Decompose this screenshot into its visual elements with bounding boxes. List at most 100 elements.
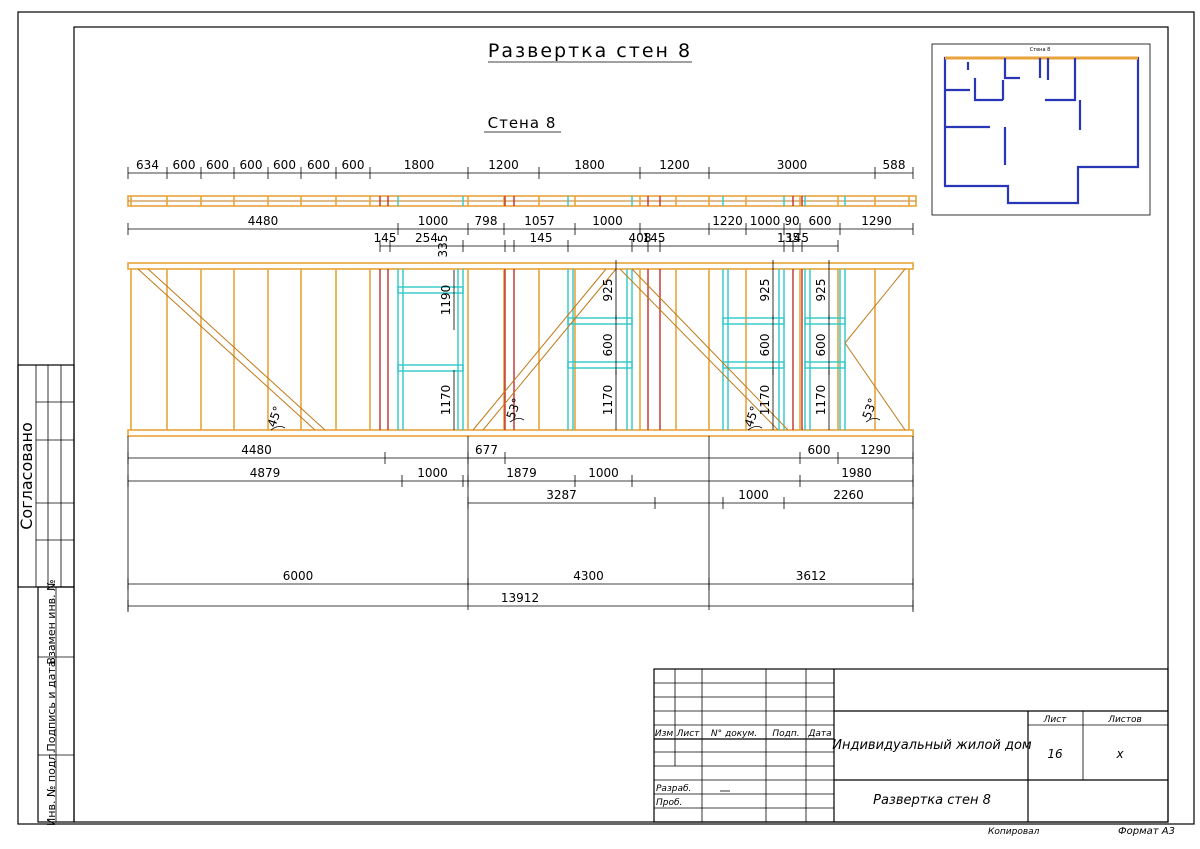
stamp-cell-inv: Инв. № подл. xyxy=(45,750,58,826)
angle-arc-2 xyxy=(747,426,763,431)
brace-3 xyxy=(482,268,617,431)
drawing-title: Развертка стен 8 xyxy=(488,40,692,62)
top-dim-1-label-11: 3000 xyxy=(777,158,808,172)
wall-plan-strip xyxy=(127,195,917,207)
angle-label-3: 53° xyxy=(860,396,880,421)
angle-label-1: 53° xyxy=(504,396,524,421)
window-4-header xyxy=(804,317,846,325)
window-3-sill xyxy=(722,361,785,369)
top-dim-1-label-9: 1800 xyxy=(574,158,605,172)
vdim-label-7: 1170 xyxy=(758,385,772,416)
stamp-cell-replace: Взамен инв. № xyxy=(45,579,58,664)
top-dim-1-label-8: 1200 xyxy=(488,158,519,172)
tb-sheet-label: Лист xyxy=(1043,715,1068,725)
bottom-dim-1-label-0: 4480 xyxy=(241,443,272,457)
inset-floor-plan: Стена 8 xyxy=(931,43,1151,216)
bottom-dim-3-label-2: 1000 xyxy=(738,488,769,502)
vdim-label-5: 925 xyxy=(758,279,772,302)
tb-header-doc: N° докум. xyxy=(711,729,757,739)
bottom-dim-3-label-0: 3287 xyxy=(546,488,577,502)
top-dim-2-label-1: 1000 xyxy=(418,214,449,228)
tb-drawing-name: Развертка стен 8 xyxy=(873,793,991,808)
top-dim-1-label-0: 634 xyxy=(136,158,159,172)
top-dim-2-label-4: 1000 xyxy=(592,214,623,228)
bottom-dim-1-label-4: 600 xyxy=(808,443,831,457)
top-dim-3-label-6: 408 xyxy=(629,231,652,245)
vdim-label-2: 925 xyxy=(601,279,615,302)
wall-studs xyxy=(130,269,910,430)
top-dim-3-label-7: 145 xyxy=(643,231,666,245)
vdim-label-1: 1170 xyxy=(439,385,453,416)
wall-title: Стена 8 xyxy=(488,114,557,132)
window-1-header xyxy=(397,286,464,294)
tb-header-date: Дата xyxy=(807,729,831,739)
angle-arc-3 xyxy=(865,418,881,423)
bottom-dim-2-label-3: 1879 xyxy=(506,466,537,480)
tb-sheets-value: х xyxy=(1115,747,1124,761)
window-2-sill xyxy=(567,361,633,369)
top-dim-1-label-7: 1800 xyxy=(404,158,435,172)
angle-arc-1 xyxy=(509,418,525,423)
wall-elevation: 45° 53° 45° 53° xyxy=(127,262,914,437)
tb-sheet-value: 16 xyxy=(1047,747,1063,761)
angle-label-0: 45° xyxy=(265,404,285,429)
wall-openings xyxy=(397,269,846,430)
outer-border xyxy=(17,11,1195,825)
inset-frame xyxy=(931,43,1151,216)
top-dim-2-label-6: 1220 xyxy=(712,214,743,228)
angle-label-2: 45° xyxy=(742,404,762,429)
tb-sheets-label: Листов xyxy=(1107,715,1142,725)
vdim-335: 335 xyxy=(436,235,450,258)
diagonal-braces: 45° 53° 45° 53° xyxy=(137,268,906,431)
brace-4 xyxy=(619,268,779,431)
plan-studs xyxy=(130,196,910,206)
top-dim-3-label-10: 145 xyxy=(786,231,809,245)
top-plate xyxy=(127,262,914,270)
stamp-cell-sign: Подпись и дата xyxy=(45,660,58,751)
vdim-label-6: 600 xyxy=(758,334,772,357)
tb-copied: Копировал xyxy=(988,827,1040,837)
bottom-dim-4-label-1: 4300 xyxy=(573,569,604,583)
top-dim-3-label-0: 145 xyxy=(374,231,397,245)
bottom-plate xyxy=(127,429,914,437)
top-dim-2-label-3: 1057 xyxy=(524,214,555,228)
brace-0 xyxy=(137,268,316,431)
top-dim-3-label-4: 145 xyxy=(530,231,553,245)
top-dim-1-label-4: 600 xyxy=(273,158,296,172)
top-dim-1-label-1: 600 xyxy=(173,158,196,172)
tb-format: Формат А3 xyxy=(1118,826,1175,837)
vdim-label-0: 1190 xyxy=(439,285,453,316)
bottom-dim-3-label-3: 2260 xyxy=(833,488,864,502)
top-dim-2-label-2: 798 xyxy=(475,214,498,228)
window-1-sill xyxy=(397,364,464,372)
inset-walls xyxy=(943,56,1140,205)
top-dim-3-label-1: 254 xyxy=(415,231,438,245)
top-dim-1-label-12: 588 xyxy=(883,158,906,172)
bottom-dim-1-label-5: 1290 xyxy=(860,443,891,457)
title-block-frame xyxy=(653,668,1169,823)
tb-row-checked: Проб. xyxy=(656,798,682,808)
bottom-dim-2-label-0: 4879 xyxy=(250,466,281,480)
brace-1 xyxy=(147,268,326,431)
tb-header-list: Лист xyxy=(676,729,701,739)
brace-5 xyxy=(631,268,789,431)
brace-6 xyxy=(844,268,906,344)
vdim-label-10: 1170 xyxy=(814,385,828,416)
angle-arc-0 xyxy=(270,426,286,431)
bottom-dim-total-label: 13912 xyxy=(501,591,539,605)
inset-title: Стена 8 xyxy=(1030,47,1051,53)
tb-header-sign: Подп. xyxy=(772,729,799,739)
top-dim-1-label-3: 600 xyxy=(240,158,263,172)
vdim-label-8: 925 xyxy=(814,279,828,302)
vdim-label-9: 600 xyxy=(814,334,828,357)
bottom-dim-1-label-2: 677 xyxy=(475,443,498,457)
vdim-label-4: 1170 xyxy=(601,385,615,416)
inset-partitions xyxy=(945,58,1082,165)
vdim-label-3: 600 xyxy=(601,334,615,357)
top-dim-2-label-10: 1290 xyxy=(861,214,892,228)
top-dim-2-label-0: 4480 xyxy=(248,214,279,228)
tb-project-name: Индивидуальный жилой дом xyxy=(832,738,1032,753)
window-4-sill xyxy=(804,361,846,369)
top-dim-3-label-9: 135 xyxy=(777,231,800,245)
